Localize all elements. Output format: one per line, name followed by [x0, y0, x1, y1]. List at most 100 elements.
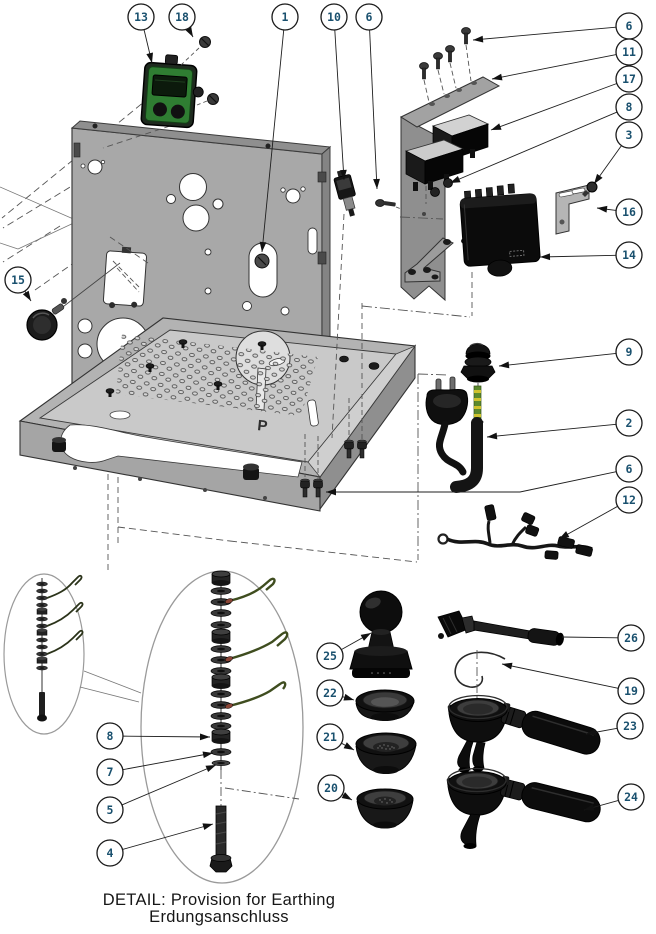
panel-corner-latch	[73, 142, 81, 158]
callout-balloon	[615, 198, 643, 226]
callout-balloon	[96, 839, 124, 867]
filter-basket-double	[355, 732, 417, 774]
detail-construction-lines	[107, 373, 449, 570]
callout-balloon	[355, 3, 383, 31]
leader-arrowhead	[202, 751, 213, 759]
callout-4: 4	[96, 823, 214, 867]
callout-number: 20	[324, 781, 338, 795]
callout-balloon	[4, 266, 32, 294]
leader-arrowhead	[473, 35, 484, 43]
callout-21: 21	[316, 723, 355, 751]
leader-arrowhead	[205, 765, 216, 773]
earth-wires	[228, 577, 289, 708]
callout-number: 25	[323, 649, 337, 663]
callout-6: 6	[472, 12, 643, 43]
base-marking-p: P	[257, 417, 269, 435]
leader-arrowhead	[199, 733, 210, 741]
callout-10: 10	[320, 3, 348, 181]
callout-balloon	[615, 121, 643, 149]
leader-arrowhead	[487, 432, 498, 440]
callout-2: 2	[486, 409, 643, 440]
portafilter-handle	[500, 778, 601, 823]
callout-1: 1	[259, 3, 299, 253]
bracket-screw	[582, 181, 598, 197]
adjustment-knob	[26, 262, 121, 341]
callout-balloon	[96, 722, 124, 750]
callout-number: 6	[366, 10, 373, 24]
callout-3: 3	[593, 121, 643, 185]
callout-number: 22	[323, 686, 337, 700]
callout-5: 5	[96, 764, 217, 824]
callout-number: 6	[626, 462, 633, 476]
callout-15: 15	[4, 266, 32, 302]
hex-nut	[443, 178, 453, 188]
callout-23: 23	[585, 712, 644, 740]
callout-balloon	[96, 758, 124, 786]
leader-arrowhead	[584, 804, 595, 811]
earthing-bolt	[209, 805, 233, 873]
callout-number: 10	[327, 10, 341, 24]
base-front-cutout	[60, 424, 303, 478]
callout-7: 7	[96, 751, 214, 786]
callout-number: 2	[626, 416, 633, 430]
base-hole-grid	[116, 334, 318, 416]
earthing-detail-small	[3, 573, 142, 735]
portafilter-handle	[500, 706, 601, 755]
leader-arrowhead	[343, 742, 354, 750]
callout-balloon	[316, 642, 344, 670]
callout-number: 6	[626, 19, 633, 33]
leader-arrowhead	[202, 823, 213, 830]
callout-number: 24	[624, 790, 638, 804]
leader-arrowhead	[492, 73, 503, 81]
callout-6: 6	[326, 455, 643, 496]
callout-balloon	[615, 93, 643, 121]
control-unit-display	[151, 74, 188, 98]
callout-number: 14	[622, 248, 636, 262]
callout-number: 19	[624, 684, 638, 698]
callout-number: 18	[175, 10, 189, 24]
callout-13: 13	[127, 3, 155, 64]
control-unit-button-left	[150, 100, 169, 119]
filter-basket-blind	[356, 788, 414, 829]
mounting-flange	[399, 76, 501, 128]
callout-number: 4	[107, 846, 114, 860]
callout-balloon	[616, 712, 644, 740]
leader-arrowhead	[491, 123, 502, 130]
callout-17: 17	[490, 65, 643, 131]
callout-number: 23	[623, 719, 637, 733]
callout-balloon	[617, 783, 645, 811]
callout-balloon	[615, 409, 643, 437]
leader-arrowhead	[502, 662, 513, 670]
callout-number: 5	[107, 803, 114, 817]
callout-20: 20	[317, 774, 353, 802]
callout-9: 9	[498, 338, 643, 369]
portafilter-double	[447, 694, 601, 773]
callout-8: 8	[449, 93, 643, 184]
callout-number: 17	[622, 72, 636, 86]
callout-number: 26	[624, 631, 638, 645]
callout-number: 16	[622, 205, 636, 219]
callout-8: 8	[96, 722, 211, 750]
callout-balloon	[316, 723, 344, 751]
callout-number: 1	[282, 10, 289, 24]
callout-number: 3	[626, 128, 633, 142]
callout-number: 11	[622, 45, 636, 59]
leader-arrowhead	[343, 693, 354, 701]
chassis-base-tray: P	[18, 317, 417, 512]
tamper	[349, 590, 413, 678]
callout-number: 8	[107, 729, 114, 743]
callout-balloon	[96, 796, 124, 824]
leader-arrowhead	[146, 52, 153, 63]
callout-balloon	[317, 774, 345, 802]
leader-arrowhead	[499, 361, 510, 369]
leader-arrowhead	[326, 488, 336, 496]
power-cord	[425, 376, 484, 493]
wiring-harness	[437, 504, 593, 560]
leader-arrowhead	[594, 173, 603, 184]
callout-14: 14	[539, 241, 643, 269]
callout-balloon	[615, 241, 643, 269]
callout-balloon	[615, 486, 643, 514]
